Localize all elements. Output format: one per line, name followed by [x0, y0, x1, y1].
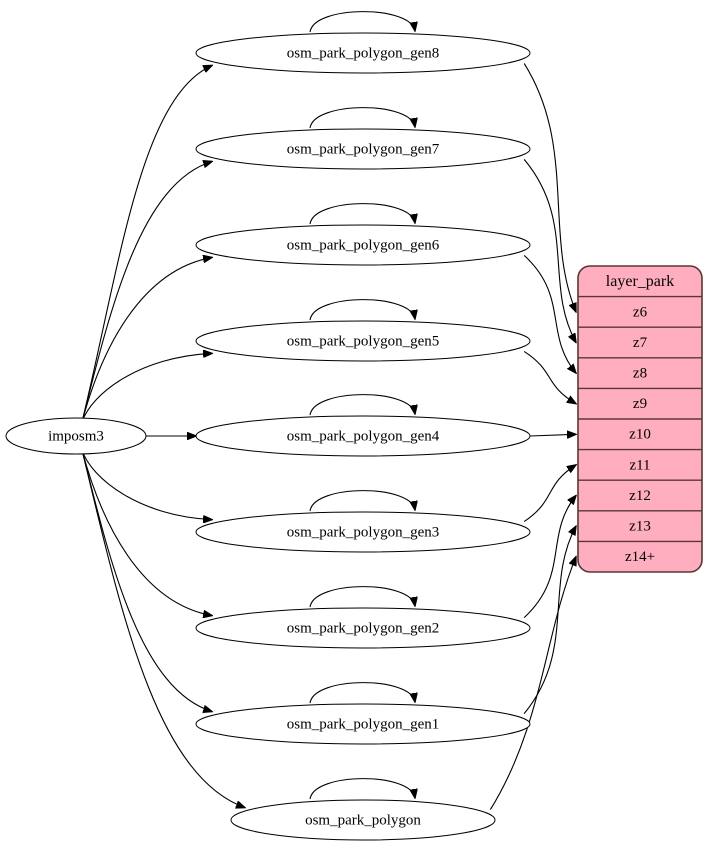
node-shape	[195, 415, 531, 457]
node-shape	[195, 32, 531, 74]
node-label: imposm3	[48, 428, 104, 444]
edges-from-imposm3	[81, 65, 245, 808]
node-shape	[195, 224, 531, 266]
edge-osm_park_polygon_gen2-to-z12	[523, 496, 576, 619]
edge-imposm3-to-osm_park_polygon_gen6	[81, 257, 212, 423]
self-loop-edge-osm_park_polygon_gen3	[309, 490, 415, 511]
node-label: osm_park_polygon_gen3	[287, 524, 439, 540]
node-osm_park_polygon[interactable]: osm_park_polygon	[230, 799, 496, 841]
node-osm_park_polygon_gen7[interactable]: osm_park_polygon_gen7	[195, 128, 531, 170]
table-row-z6[interactable]: z6	[633, 304, 648, 320]
node-label: osm_park_polygon_gen7	[287, 141, 440, 157]
node-label: osm_park_polygon_gen6	[287, 237, 440, 253]
table-row-z14+[interactable]: z14+	[625, 549, 655, 565]
edge-osm_park_polygon_gen4-to-z10	[529, 434, 576, 436]
table-row-z8[interactable]: z8	[633, 366, 647, 382]
table-row-z9[interactable]: z9	[633, 396, 647, 412]
table-row-z7[interactable]: z7	[633, 335, 648, 351]
self-loop-edges	[309, 11, 415, 799]
self-loop-edge-osm_park_polygon_gen6	[309, 203, 415, 224]
self-loop-edge-osm_park_polygon_gen1	[309, 682, 415, 703]
edge-imposm3-to-osm_park_polygon_gen5	[81, 353, 212, 423]
edge-osm_park_polygon_gen5-to-z9	[523, 350, 576, 403]
node-osm_park_polygon_gen5[interactable]: osm_park_polygon_gen5	[195, 320, 531, 362]
edge-imposm3-to-osm_park_polygon_gen8	[81, 65, 212, 423]
node-shape	[195, 607, 531, 649]
node-label: osm_park_polygon	[305, 812, 421, 828]
node-label: osm_park_polygon_gen2	[287, 620, 439, 636]
node-shape	[195, 320, 531, 362]
table-row-z11[interactable]: z11	[629, 457, 650, 473]
node-label: osm_park_polygon_gen8	[287, 45, 439, 61]
self-loop-edge-osm_park_polygon_gen4	[309, 394, 415, 415]
node-shape	[195, 128, 531, 170]
table-row-z10[interactable]: z10	[629, 427, 651, 443]
generalized-table-nodes: osm_park_polygon_gen8 osm_park_polygon_ge…	[195, 32, 531, 841]
node-shape	[195, 511, 531, 553]
table-row-z12[interactable]: z12	[629, 488, 651, 504]
node-label: osm_park_polygon_gen4	[287, 428, 440, 444]
node-shape	[230, 799, 496, 841]
node-osm_park_polygon_gen4[interactable]: osm_park_polygon_gen4	[195, 415, 531, 457]
node-imposm3[interactable]: imposm3	[5, 417, 147, 455]
node-shape	[195, 703, 531, 745]
edge-osm_park_polygon_gen1-to-z13	[523, 526, 576, 714]
self-loop-edge-osm_park_polygon_gen7	[309, 107, 415, 128]
self-loop-edge-osm_park_polygon_gen8	[309, 11, 415, 32]
node-osm_park_polygon_gen8[interactable]: osm_park_polygon_gen8	[195, 32, 531, 74]
node-label: osm_park_polygon_gen1	[287, 716, 439, 732]
edge-osm_park_polygon-to-z14+	[489, 557, 576, 810]
table-layer_park[interactable]: layer_park z6 z7 z8 z9 z10 z11 z12 z13 z14+	[577, 265, 703, 573]
node-osm_park_polygon_gen2[interactable]: osm_park_polygon_gen2	[195, 607, 531, 649]
edge-imposm3-to-osm_park_polygon	[81, 449, 245, 808]
layer-park-table-node: layer_park z6 z7 z8 z9 z10 z11 z12 z13 z14+	[577, 265, 703, 573]
node-osm_park_polygon_gen3[interactable]: osm_park_polygon_gen3	[195, 511, 531, 553]
self-loop-edge-osm_park_polygon	[309, 778, 415, 799]
edge-imposm3-to-osm_park_polygon_gen7	[81, 161, 212, 423]
edge-osm_park_polygon_gen6-to-z8	[523, 254, 576, 373]
edge-imposm3-to-osm_park_polygon_gen2	[81, 449, 212, 616]
self-loop-edge-osm_park_polygon_gen2	[309, 586, 415, 607]
source-node-imposm3: imposm3	[5, 417, 147, 455]
node-osm_park_polygon_gen6[interactable]: osm_park_polygon_gen6	[195, 224, 531, 266]
edge-imposm3-to-osm_park_polygon_gen1	[81, 449, 212, 712]
self-loop-edge-osm_park_polygon_gen5	[309, 299, 415, 320]
table-header-label: layer_park	[606, 273, 674, 290]
edge-osm_park_polygon_gen3-to-z11	[523, 465, 576, 523]
node-osm_park_polygon_gen1[interactable]: osm_park_polygon_gen1	[195, 703, 531, 745]
edge-imposm3-to-osm_park_polygon_gen3	[81, 449, 212, 520]
edges-to-layer-park	[489, 63, 576, 810]
edge-osm_park_polygon_gen8-to-z6	[523, 63, 576, 312]
node-label: osm_park_polygon_gen5	[287, 333, 439, 349]
table-row-z13[interactable]: z13	[629, 519, 651, 535]
edge-osm_park_polygon_gen7-to-z7	[523, 159, 576, 342]
node-shape	[5, 417, 147, 455]
